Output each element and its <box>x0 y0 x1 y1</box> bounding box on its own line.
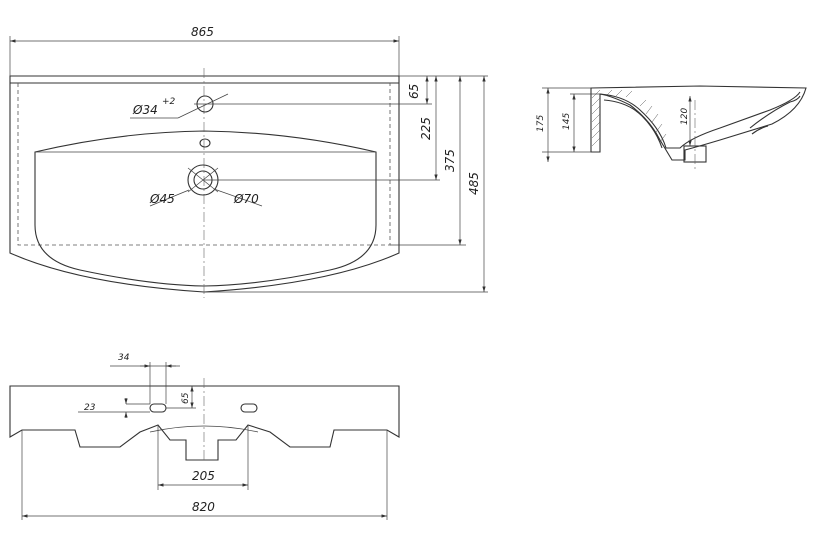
dim-820: 820 <box>192 500 215 514</box>
bowl-outline <box>34 130 377 287</box>
tap-hole-tol: +2 <box>162 97 176 107</box>
dim-23: 23 <box>84 403 96 413</box>
dim-34: 34 <box>118 353 130 363</box>
section-hatch <box>591 89 667 147</box>
top-view: 865 Ø34 +2 Ø45 Ø70 65 225 375 485 <box>9 25 488 298</box>
mount-slot-right <box>240 403 258 413</box>
front-view: 34 23 65 205 820 <box>9 353 400 520</box>
tap-hole-dia: Ø34 <box>132 103 158 117</box>
dim-65-top: 65 <box>407 84 421 99</box>
dim-120: 120 <box>680 108 690 125</box>
front-outline <box>9 385 400 461</box>
dim-485: 485 <box>467 172 481 195</box>
mounting-edge <box>17 83 391 246</box>
dim-225: 225 <box>419 117 433 140</box>
overflow-hole <box>199 138 211 148</box>
dim-375: 375 <box>443 149 457 172</box>
side-view: 175 145 120 <box>536 85 807 170</box>
dim-145: 145 <box>562 113 572 130</box>
dim-865: 865 <box>191 25 214 39</box>
dim-65-front: 65 <box>181 392 191 404</box>
dim-205: 205 <box>192 469 215 483</box>
drain-dia: Ø70 <box>233 192 259 206</box>
overflow-dia: Ø45 <box>149 192 175 206</box>
dim-175: 175 <box>536 115 546 132</box>
side-outline <box>590 85 807 161</box>
mount-slot-left <box>149 403 167 413</box>
basin-outline <box>9 75 400 293</box>
